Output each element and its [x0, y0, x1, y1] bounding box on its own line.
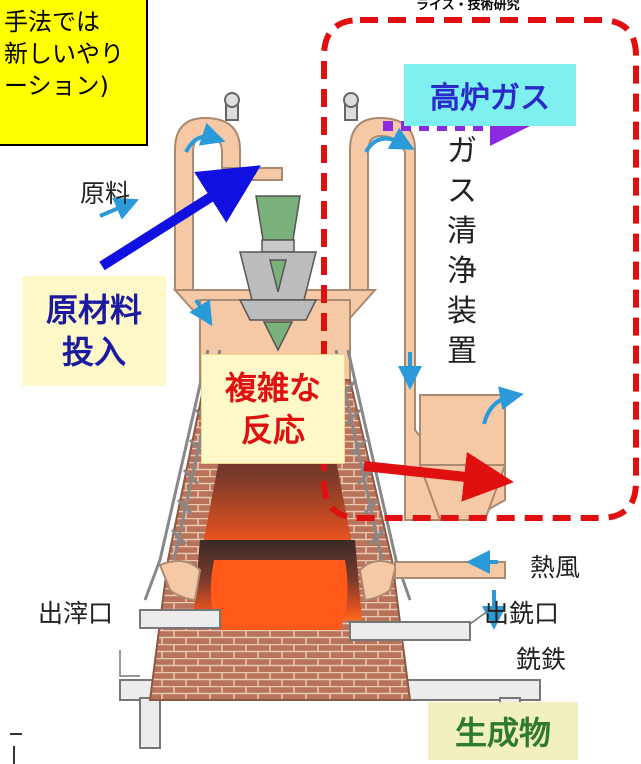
- gas-cleaning-char: ガ: [447, 134, 477, 169]
- gas-cleaning-highlight: [321, 17, 639, 521]
- slag-outlet-text: 出滓口: [38, 599, 114, 628]
- bustle-pipe: [158, 560, 506, 602]
- complex-reaction-label: 複雑な 反応: [201, 354, 345, 464]
- explanation-callout: 手法では 新しいやり ーション): [0, 0, 148, 146]
- dust-catcher: [418, 394, 507, 521]
- gas-flow-arrows: [99, 122, 524, 630]
- reaction-label-line-2: 反応: [240, 411, 305, 449]
- input-label-line-1: 原材料: [45, 291, 142, 329]
- gas-cleaning-char: 浄: [447, 254, 477, 289]
- pig-iron-text: 銑鉄: [516, 645, 567, 674]
- raw-material-input-label: 原材料 投入: [22, 276, 166, 386]
- hot-blast-text: 熱風: [530, 553, 581, 582]
- leader-lines: [119, 607, 493, 677]
- callout-line-1: 手法では: [4, 8, 100, 36]
- product-arrow: [363, 451, 514, 502]
- gas-cleaning-char: 置: [447, 334, 477, 369]
- blast-furnace-gas-label: 高炉ガス: [404, 64, 576, 126]
- reaction-label-line-1: 複雑な: [224, 369, 321, 407]
- input-label-line-2: 投入: [61, 333, 126, 371]
- callout-line-2: 新しいやり: [4, 40, 124, 68]
- tap-platforms: [139, 609, 471, 641]
- right-valve: [343, 92, 359, 121]
- left-valve: [224, 92, 240, 121]
- raw-material-arrow: [99, 165, 261, 271]
- gas-cleaning-device-text: ガ ス 清 浄 装 置: [442, 132, 482, 372]
- charging-bell: [238, 195, 318, 352]
- source-credit: ライス・技術研究: [416, 0, 520, 13]
- tap-hole-text: 出銑口: [484, 599, 560, 628]
- gas-cleaning-char: ス: [447, 174, 477, 209]
- gas-cleaning-char: 清: [447, 214, 477, 249]
- gas-cleaning-char: 装: [447, 294, 477, 329]
- product-label: 生成物: [428, 702, 578, 760]
- raw-material-text: 原料: [80, 179, 131, 208]
- callout-line-3: ーション): [4, 72, 109, 100]
